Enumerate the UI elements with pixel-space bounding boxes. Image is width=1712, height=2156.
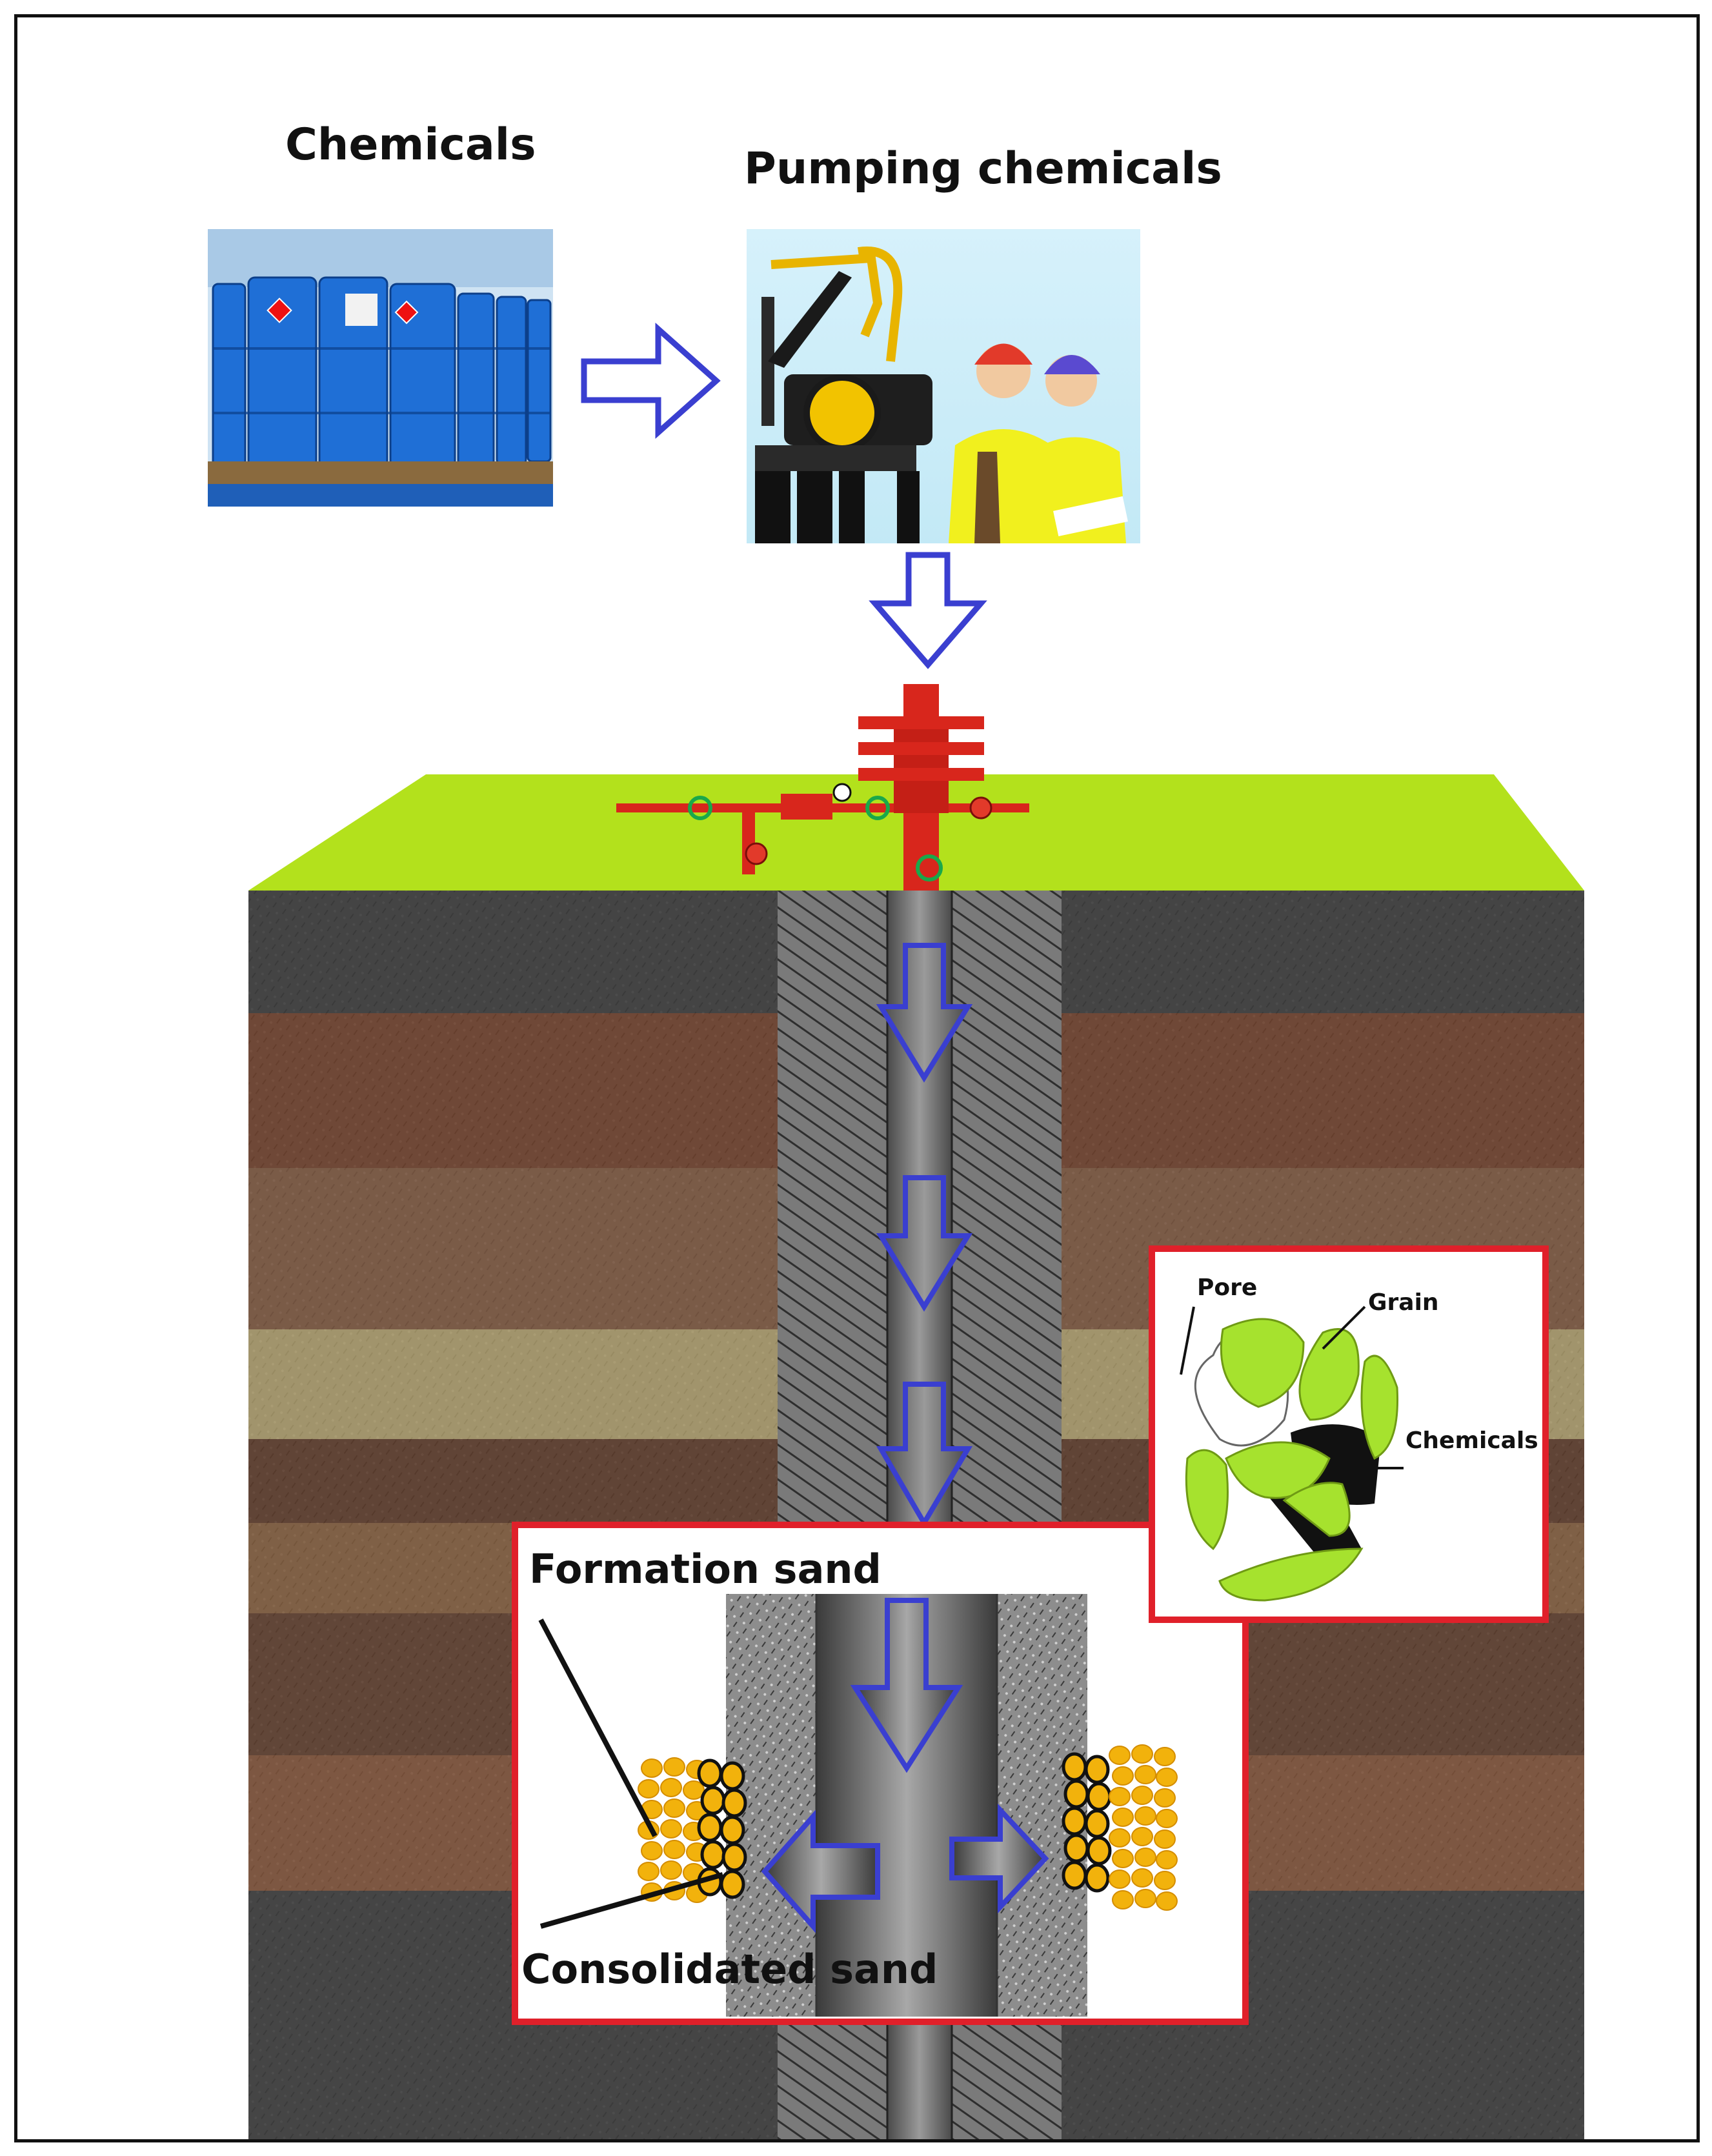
- figure-frame: [14, 14, 1700, 2142]
- formation-sand-label: Formation sand: [529, 1546, 881, 1593]
- flow-arrow: [869, 552, 987, 669]
- consolidated-sand-leader: [539, 1872, 724, 1929]
- formation-sand-right: [1109, 1744, 1178, 1911]
- consolidated-sand-label: Consolidated sand: [521, 1946, 938, 1993]
- pore-scale-inset: [1149, 1245, 1549, 1623]
- grain-label: Grain: [1368, 1289, 1439, 1316]
- flow-arrow: [581, 322, 721, 439]
- chemicals-title: Chemicals: [285, 119, 536, 170]
- wellhead-valve-tree: [616, 684, 1029, 891]
- pore-label: Pore: [1197, 1274, 1258, 1301]
- pumping-chemicals-title: Pumping chemicals: [744, 143, 1222, 194]
- wellbore-inset: [512, 1522, 1249, 2025]
- formation-sand-leader: [538, 1618, 658, 1837]
- consolidated-sand-right: [1062, 1752, 1112, 1893]
- flow-arrow: [876, 943, 973, 1528]
- inset-chemicals-label: Chemicals: [1405, 1427, 1538, 1454]
- consolidated-sand-left: [697, 1758, 747, 1899]
- chemical-drums-photo: [208, 229, 553, 507]
- grain-leader: [1322, 1305, 1366, 1350]
- pore-leader: [1180, 1306, 1195, 1375]
- flow-arrow: [761, 1598, 1049, 1933]
- pump-jack-workers-illustration: [747, 229, 1140, 543]
